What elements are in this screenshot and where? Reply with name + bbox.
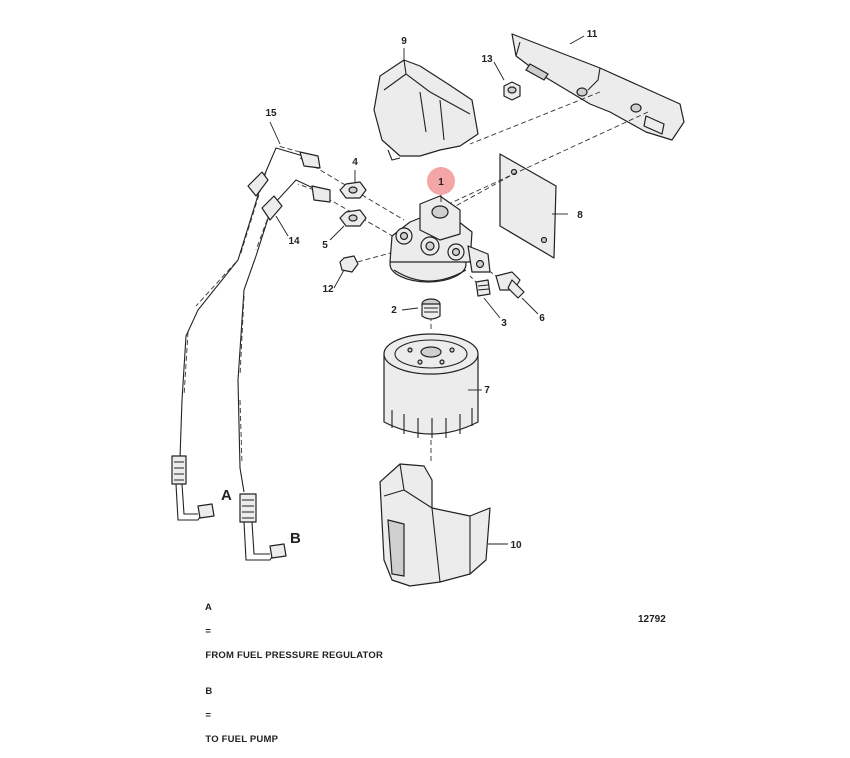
callout-highlight bbox=[427, 167, 455, 195]
fitting-6 bbox=[495, 271, 525, 299]
fuel-line-15 bbox=[171, 145, 321, 521]
callout-15[interactable]: 15 bbox=[265, 108, 277, 119]
callout-9[interactable]: 9 bbox=[401, 36, 407, 47]
legend: A = FROM FUEL PRESSURE REGULATOR B = TO … bbox=[194, 590, 383, 758]
callout-4[interactable]: 4 bbox=[352, 157, 358, 168]
callout-11[interactable]: 11 bbox=[587, 29, 598, 40]
legend-sep-b: = bbox=[205, 710, 212, 721]
adapter-2 bbox=[421, 298, 441, 320]
fuel-filter bbox=[383, 333, 479, 438]
callout-1[interactable]: 1 bbox=[438, 177, 444, 188]
lower-shield bbox=[379, 463, 491, 587]
legend-key-a: A bbox=[205, 602, 213, 613]
legend-key-b: B bbox=[205, 686, 213, 697]
callout-5[interactable]: 5 bbox=[322, 240, 328, 251]
legend-row-a: A = FROM FUEL PRESSURE REGULATOR bbox=[194, 590, 383, 674]
callout-7[interactable]: 7 bbox=[484, 385, 490, 396]
filter-head bbox=[389, 195, 491, 283]
callout-6[interactable]: 6 bbox=[539, 313, 545, 324]
callout-14[interactable]: 14 bbox=[288, 236, 300, 247]
callout-13[interactable]: 13 bbox=[481, 54, 493, 65]
bolt-3 bbox=[475, 279, 491, 297]
mounting-bracket bbox=[511, 33, 685, 141]
callout-8[interactable]: 8 bbox=[577, 210, 583, 221]
callout-3[interactable]: 3 bbox=[501, 318, 507, 329]
callout-numbers: 1 2 3 4 5 6 7 8 9 10 11 12 13 14 15 bbox=[265, 29, 597, 551]
legend-text-b: TO FUEL PUMP bbox=[205, 734, 279, 745]
marker-b: B bbox=[290, 530, 301, 547]
fitting-4 bbox=[339, 181, 367, 199]
figure-number: 12792 bbox=[638, 614, 666, 625]
exploded-parts-diagram: 1 2 3 4 5 6 7 8 9 10 11 12 13 14 15 A B bbox=[171, 29, 685, 587]
legend-sep-a: = bbox=[205, 626, 212, 637]
callout-12[interactable]: 12 bbox=[322, 284, 334, 295]
legend-row-b: B = TO FUEL PUMP bbox=[194, 674, 383, 758]
plug-12 bbox=[339, 255, 359, 273]
fuel-line-14 bbox=[237, 179, 331, 561]
gasket-plate bbox=[499, 153, 557, 259]
callout-10[interactable]: 10 bbox=[510, 540, 522, 551]
callout-2[interactable]: 2 bbox=[391, 305, 397, 316]
fitting-5 bbox=[339, 209, 367, 227]
filter-cover bbox=[373, 59, 479, 161]
legend-text-a: FROM FUEL PRESSURE REGULATOR bbox=[205, 650, 384, 661]
marker-a: A bbox=[221, 487, 232, 504]
leader-lines bbox=[269, 35, 585, 545]
nut-13 bbox=[503, 81, 521, 101]
